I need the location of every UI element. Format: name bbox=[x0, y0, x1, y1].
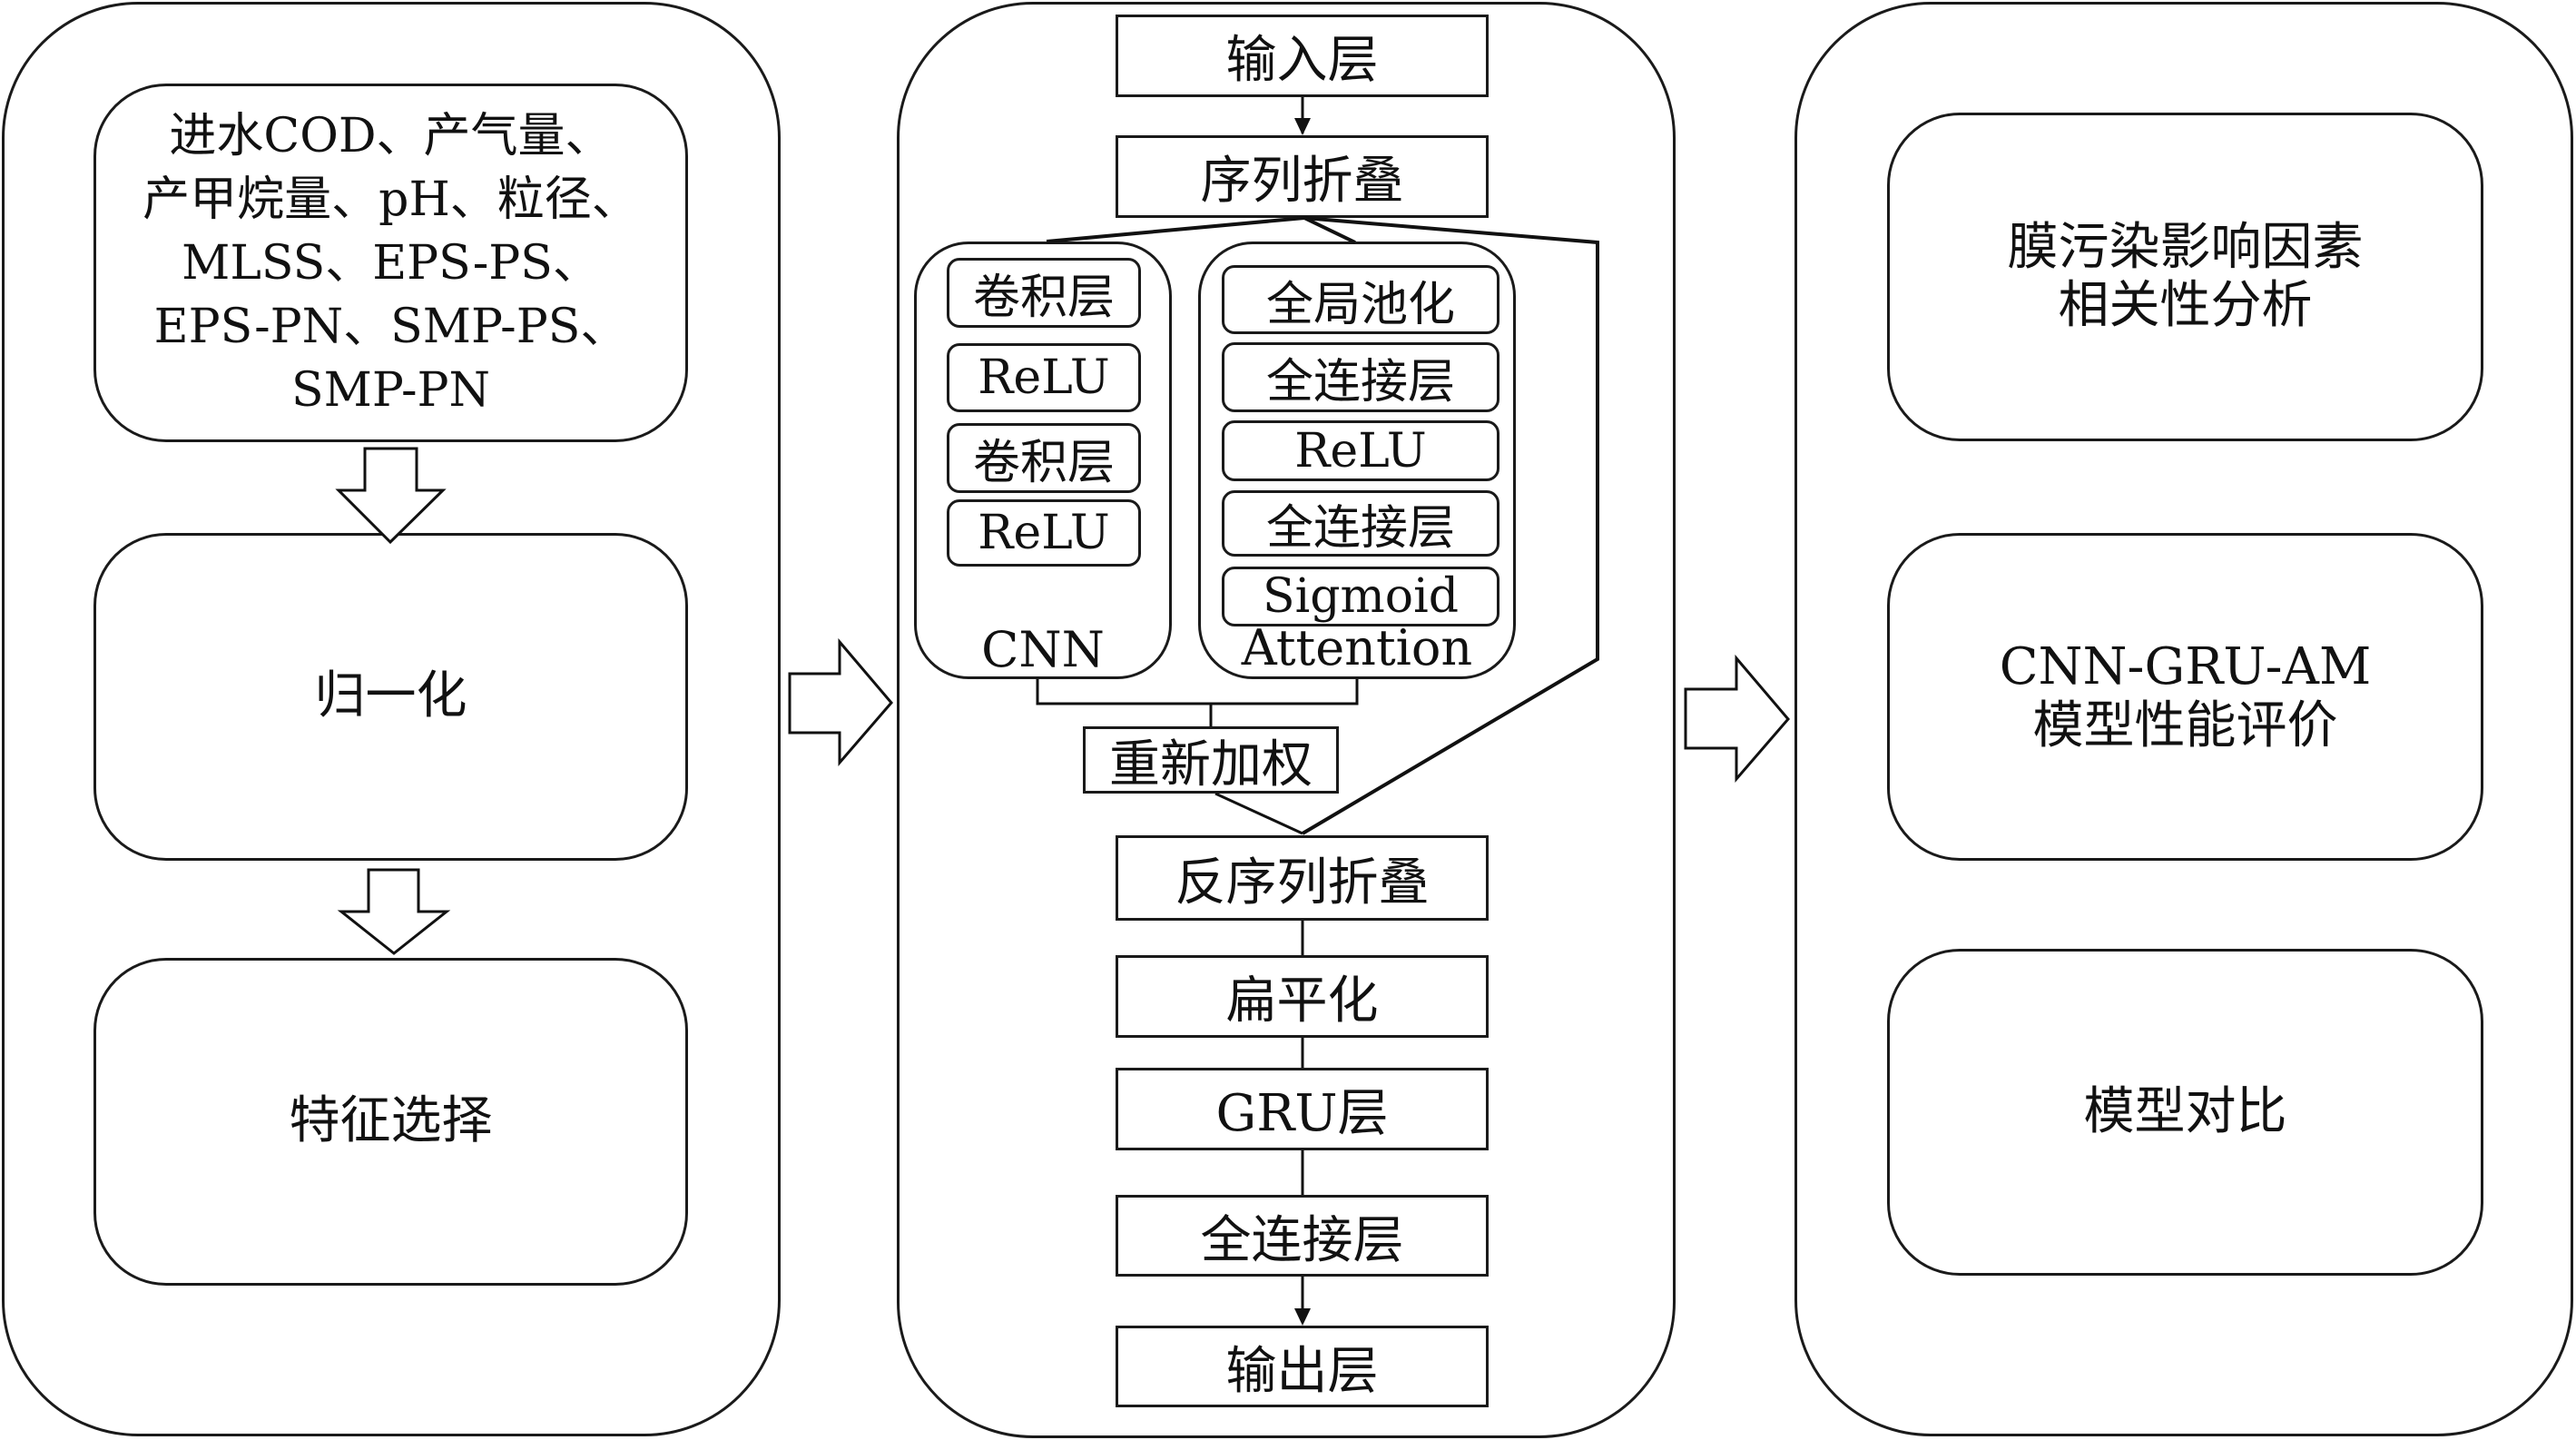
attention-layer-label: Sigmoid bbox=[1262, 569, 1460, 624]
cnn-group-label: CNN bbox=[981, 621, 1105, 678]
model-panel bbox=[897, 2, 1676, 1438]
attention-layer-label: 全局池化 bbox=[1265, 277, 1455, 332]
correlation-analysis-box: 膜污染影响因素 相关性分析 bbox=[1887, 113, 2483, 441]
cnn-layer: 卷积层 bbox=[947, 258, 1141, 328]
cnn-group bbox=[914, 242, 1172, 679]
input-variables-text: 进水COD、产气量、 产甲烷量、pH、粒径、 MLSS、EPS-PS、 EPS-… bbox=[143, 104, 639, 422]
cnn-layer: ReLU bbox=[947, 343, 1141, 412]
gru-layer-box: GRU层 bbox=[1116, 1068, 1489, 1150]
output-layer-label: 输出层 bbox=[1225, 1341, 1379, 1401]
attention-layer-label: ReLU bbox=[1294, 423, 1427, 478]
flatten-label: 扁平化 bbox=[1225, 972, 1379, 1031]
attention-layer: ReLU bbox=[1222, 420, 1499, 481]
right-arrow-icon bbox=[1684, 654, 1790, 784]
performance-evaluation-box: CNN-GRU-AM 模型性能评价 bbox=[1887, 533, 2483, 861]
input-line: EPS-PN、SMP-PS、 bbox=[153, 299, 628, 354]
right-arrow-icon bbox=[788, 637, 893, 767]
sequence-unfolding-label: 反序列折叠 bbox=[1175, 853, 1430, 912]
preprocessing-panel bbox=[2, 2, 781, 1436]
flatten-box: 扁平化 bbox=[1116, 955, 1489, 1038]
fully-connected-label: 全连接层 bbox=[1200, 1210, 1404, 1270]
attention-layer-label: 全连接层 bbox=[1265, 501, 1455, 556]
attention-layer: Sigmoid bbox=[1222, 567, 1499, 626]
sequence-folding-label: 序列折叠 bbox=[1200, 152, 1404, 211]
attention-layer-label: 全连接层 bbox=[1265, 355, 1455, 409]
input-line: SMP-PN bbox=[290, 362, 491, 418]
input-layer-box: 输入层 bbox=[1116, 15, 1489, 97]
attention-layer: 全局池化 bbox=[1222, 265, 1499, 334]
attention-group-label: Attention bbox=[1241, 619, 1473, 676]
cnn-layer-label: 卷积层 bbox=[972, 436, 1115, 490]
input-line: MLSS、EPS-PS、 bbox=[182, 235, 600, 291]
sequence-unfolding-box: 反序列折叠 bbox=[1116, 835, 1489, 921]
model-comparison-label: 模型对比 bbox=[2083, 1081, 2287, 1141]
model-comparison-box: 模型对比 bbox=[1887, 949, 2483, 1276]
evaluation-panel bbox=[1794, 2, 2573, 1436]
input-line: 产甲烷量、pH、粒径、 bbox=[143, 172, 639, 227]
attention-layer: 全连接层 bbox=[1222, 490, 1499, 557]
correlation-analysis-label: 膜污染影响因素 相关性分析 bbox=[2007, 217, 2364, 335]
feature-selection-box: 特征选择 bbox=[93, 958, 688, 1286]
performance-evaluation-label: CNN-GRU-AM 模型性能评价 bbox=[1999, 637, 2372, 755]
fully-connected-box: 全连接层 bbox=[1116, 1195, 1489, 1277]
cnn-layer-label: ReLU bbox=[978, 350, 1110, 405]
input-line: 进水COD、产气量、 bbox=[169, 108, 613, 163]
cnn-layer-label: ReLU bbox=[978, 506, 1110, 560]
attention-layer: 全连接层 bbox=[1222, 342, 1499, 412]
input-variables-box: 进水COD、产气量、 产甲烷量、pH、粒径、 MLSS、EPS-PS、 EPS-… bbox=[93, 84, 688, 442]
sequence-folding-box: 序列折叠 bbox=[1116, 135, 1489, 218]
cnn-layer: 卷积层 bbox=[947, 423, 1141, 493]
cnn-layer: ReLU bbox=[947, 499, 1141, 567]
input-layer-label: 输入层 bbox=[1225, 31, 1379, 90]
reweight-box: 重新加权 bbox=[1083, 726, 1339, 794]
normalize-box: 归一化 bbox=[93, 533, 688, 861]
feature-selection-label: 特征选择 bbox=[289, 1091, 493, 1151]
normalize-label: 归一化 bbox=[314, 666, 467, 726]
reweight-label: 重新加权 bbox=[1109, 735, 1313, 794]
gru-layer-label: GRU层 bbox=[1215, 1084, 1389, 1143]
output-layer-box: 输出层 bbox=[1116, 1326, 1489, 1407]
cnn-layer-label: 卷积层 bbox=[972, 271, 1115, 325]
